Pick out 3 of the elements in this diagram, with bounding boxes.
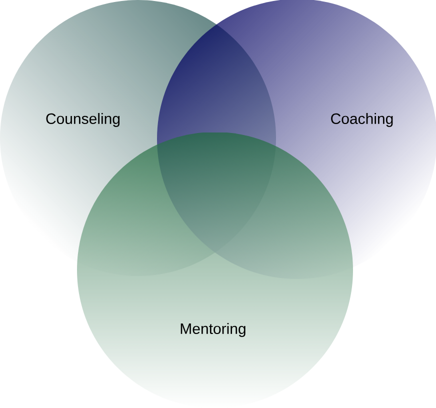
circle-label: Coaching xyxy=(331,113,393,127)
circle-label: Mentoring xyxy=(180,323,246,337)
circle-label: Counseling xyxy=(46,113,120,127)
